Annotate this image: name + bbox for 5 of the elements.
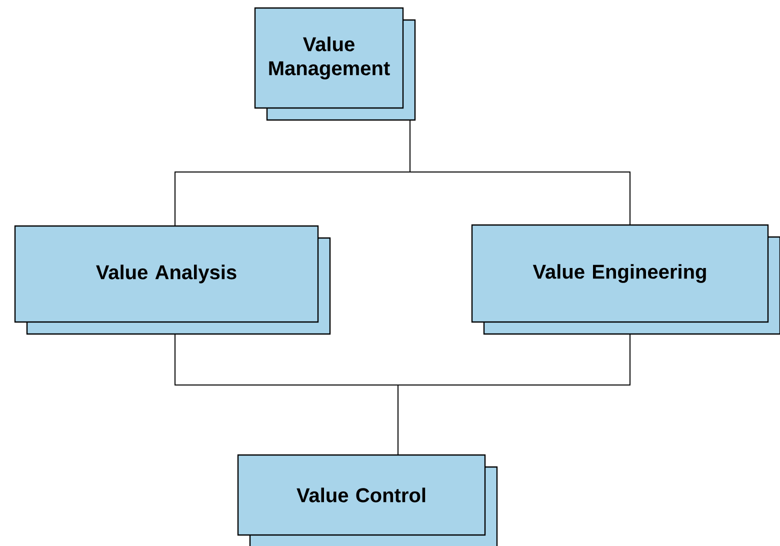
stacked-box: Value Analysis bbox=[14, 225, 331, 335]
stacked-box: Value Control bbox=[237, 454, 498, 546]
connector-line bbox=[410, 120, 630, 226]
stacked-box: Value Management bbox=[254, 7, 416, 121]
stacked-box: Value Engineering bbox=[471, 224, 780, 335]
